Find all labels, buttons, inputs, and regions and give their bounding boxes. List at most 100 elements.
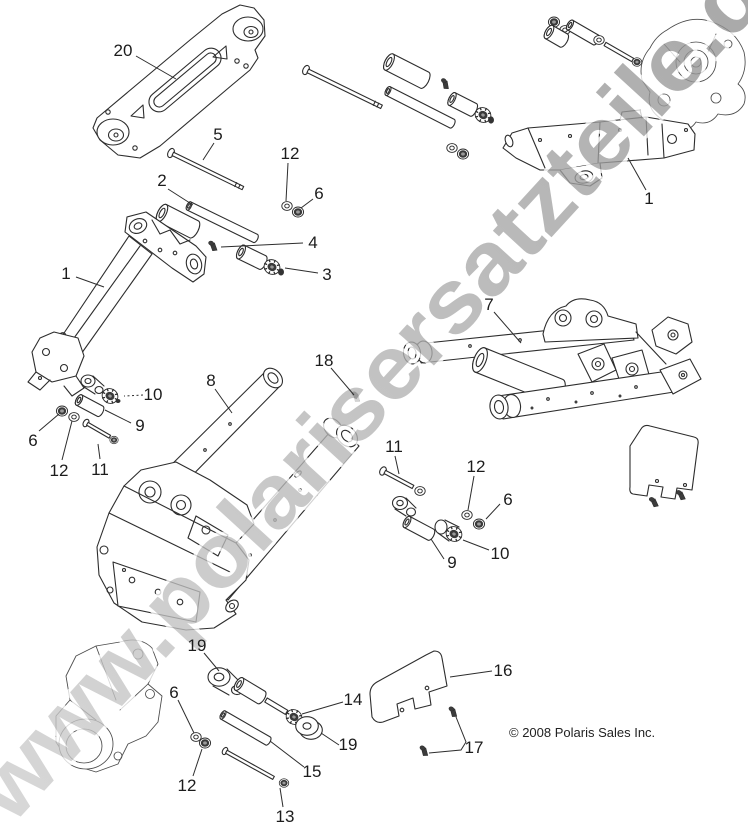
callout-18: 18 <box>315 351 355 396</box>
part-number-label: 11 <box>385 437 403 456</box>
callout-16: 16 <box>449 661 513 680</box>
control-arm-right <box>502 109 696 187</box>
callout-6-top: 6 <box>300 184 324 209</box>
spacer-tube-9 <box>74 394 105 418</box>
callout-12-bottom: 12 <box>178 748 203 795</box>
washer-12 <box>190 732 202 742</box>
lock-nut <box>456 148 470 160</box>
copyright-text: © 2008 Polaris Sales Inc. <box>509 725 655 740</box>
callout-11-right: 11 <box>385 437 403 475</box>
washer-12 <box>461 510 473 520</box>
part-number-label: 1 <box>644 189 653 208</box>
part-number-label: 6 <box>503 490 512 509</box>
washer-12 <box>68 412 80 422</box>
part-number-label: 9 <box>447 553 456 572</box>
part-number-label: 14 <box>344 690 363 709</box>
callout-11-left: 11 <box>91 443 109 479</box>
part-number-label: 11 <box>91 460 109 479</box>
trailing-arm-left <box>27 211 207 397</box>
set-screw-icon <box>437 77 453 92</box>
part-number-label: 13 <box>276 807 295 826</box>
callout-12-top: 12 <box>281 144 300 202</box>
part-number-label: 12 <box>50 461 69 480</box>
flange-washer-19 <box>295 716 323 740</box>
callout-6-left: 6 <box>28 413 60 450</box>
washer-12 <box>281 201 293 211</box>
screw-17 <box>416 744 432 758</box>
flange-bushing <box>447 92 495 126</box>
flange-bushing <box>543 24 570 48</box>
part-number-label: 12 <box>178 776 197 795</box>
spacer-tube-9 <box>402 515 436 541</box>
spacer-tube-15 <box>219 710 272 746</box>
wheel-knuckle-right <box>640 18 746 131</box>
part-number-label: 6 <box>169 683 178 702</box>
bushing-10 <box>434 519 466 545</box>
frame-weldment <box>96 367 360 631</box>
guard-plate-right <box>629 424 699 500</box>
mounting-bolt <box>302 64 383 110</box>
callout-9-left: 9 <box>104 409 145 435</box>
washer <box>593 35 605 45</box>
washer <box>414 486 426 496</box>
part-number-label: 5 <box>213 125 222 144</box>
callout-14: 14 <box>301 690 363 715</box>
screw-4 <box>205 239 220 253</box>
part-number-label: 12 <box>467 457 486 476</box>
callout-1-right: 1 <box>627 157 654 208</box>
callout-8: 8 <box>206 371 233 414</box>
nut-6 <box>291 206 305 218</box>
callout-9-right: 9 <box>430 538 457 572</box>
part-number-label: 19 <box>188 636 207 655</box>
part-number-label: 6 <box>28 431 37 450</box>
spacer-tube <box>384 86 456 129</box>
plate-screw <box>674 489 688 502</box>
callout-6-right: 6 <box>485 490 513 520</box>
nut-6 <box>472 518 486 530</box>
screw-17 <box>445 705 461 719</box>
part-number-label: 1 <box>61 264 70 283</box>
callout-7: 7 <box>484 295 522 344</box>
part-number-label: 9 <box>135 416 144 435</box>
callout-6-bottom: 6 <box>169 683 195 734</box>
swing-arm <box>402 298 702 420</box>
part-number-label: 17 <box>465 738 484 757</box>
part-number-label: 12 <box>281 144 300 163</box>
part-number-label: 8 <box>206 371 215 390</box>
part-number-label: 6 <box>314 184 323 203</box>
bolt-13 <box>221 746 275 780</box>
callout-19-bottom: 19 <box>320 732 358 754</box>
part-number-label: 10 <box>491 544 510 563</box>
guard-plate-16 <box>369 650 448 723</box>
bolt-11 <box>379 466 415 490</box>
bushing <box>391 495 417 517</box>
part-number-label: 16 <box>494 661 513 680</box>
lock-nut <box>109 435 119 445</box>
callout-19-top: 19 <box>188 636 220 672</box>
plate-screw <box>647 496 661 509</box>
callout-5: 5 <box>202 125 223 161</box>
wheel-knuckle-left <box>55 639 163 773</box>
callout-20: 20 <box>114 41 177 80</box>
bushing-3 <box>235 244 284 278</box>
callout-12-left: 12 <box>50 420 73 480</box>
part-number-label: 2 <box>157 171 166 190</box>
spacer-tube <box>155 203 201 239</box>
callout-2: 2 <box>157 171 194 206</box>
callout-17: 17 <box>428 716 484 757</box>
callout-15: 15 <box>269 740 322 781</box>
lock-nut <box>278 778 290 788</box>
bolt-11 <box>82 418 112 439</box>
spacer-tube <box>383 53 431 89</box>
callout-10-right: 10 <box>462 539 510 563</box>
washer <box>446 143 458 153</box>
part-number-label: 15 <box>303 762 322 781</box>
callout-13: 13 <box>276 787 295 826</box>
callout-4: 4 <box>220 233 318 252</box>
part-number-label: 19 <box>339 735 358 754</box>
part-number-label: 18 <box>315 351 334 370</box>
part-number-label: 10 <box>144 385 163 404</box>
callout-1-left: 1 <box>61 264 105 288</box>
